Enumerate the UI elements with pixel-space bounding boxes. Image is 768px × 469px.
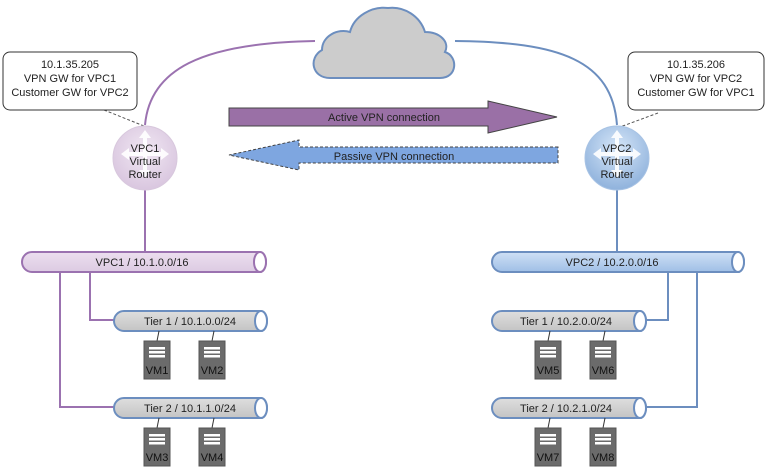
vpc2-network-tube: VPC2 / 10.2.0.0/16 bbox=[491, 251, 745, 273]
vm-link bbox=[211, 417, 215, 429]
callout-vpc1-gateway: 10.1.35.205 VPN GW for VPC1 Customer GW … bbox=[2, 51, 138, 111]
wan-link-vpc2 bbox=[454, 40, 618, 126]
active-vpn-arrow: Active VPN connection bbox=[228, 100, 558, 134]
callout-line: 10.1.35.206 bbox=[667, 59, 725, 71]
vm-label: VM4 bbox=[201, 452, 224, 464]
wan-link-vpc1 bbox=[144, 40, 316, 126]
server-slot bbox=[204, 438, 220, 441]
server-slot bbox=[204, 442, 220, 445]
server-slot bbox=[204, 355, 220, 358]
vm-vm5: VM5 bbox=[534, 330, 562, 380]
vpc2-virtual-router: VPC2 Virtual Router bbox=[584, 125, 650, 191]
vm-label: VM2 bbox=[201, 365, 224, 377]
server-slot bbox=[595, 347, 611, 350]
server-slot bbox=[595, 434, 611, 437]
vm-label: VM3 bbox=[146, 452, 169, 464]
vpc1-tier2-tube: Tier 2 / 10.1.1.0/24 bbox=[113, 397, 268, 419]
vm-link bbox=[211, 330, 215, 342]
router-label: VPC1 bbox=[131, 143, 160, 155]
vm-label: VM5 bbox=[537, 365, 560, 377]
server-slot bbox=[595, 442, 611, 445]
vm-label: VM8 bbox=[592, 452, 615, 464]
callout-connector-right bbox=[619, 112, 659, 128]
server-slot bbox=[149, 434, 165, 437]
callout-vpc2-gateway: 10.1.35.206 VPN GW for VPC2 Customer GW … bbox=[627, 51, 765, 111]
vm-link bbox=[156, 417, 160, 429]
server-slot bbox=[595, 351, 611, 354]
server-icon bbox=[143, 340, 171, 380]
tier-label: Tier 2 / 10.2.1.0/24 bbox=[520, 403, 612, 415]
vpc2-tier1-tube: Tier 1 / 10.2.0.0/24 bbox=[491, 310, 647, 332]
vm-vm1: VM1 bbox=[143, 330, 171, 380]
server-slot bbox=[149, 351, 165, 354]
tier-label: Tier 1 / 10.1.0.0/24 bbox=[144, 316, 236, 328]
callout-line: Customer GW for VPC2 bbox=[11, 87, 128, 99]
router-label: Virtual bbox=[130, 156, 161, 168]
vm-link bbox=[602, 417, 606, 429]
server-slot bbox=[540, 438, 556, 441]
server-slot bbox=[204, 347, 220, 350]
server-slot bbox=[149, 355, 165, 358]
vpc1-tier1-link bbox=[89, 270, 114, 321]
router-label: Router bbox=[600, 169, 633, 181]
vm-link bbox=[547, 417, 551, 429]
server-slot bbox=[540, 434, 556, 437]
server-slot bbox=[149, 438, 165, 441]
router-arrows-icon bbox=[593, 130, 641, 178]
server-slot bbox=[540, 355, 556, 358]
vm-link bbox=[156, 330, 160, 342]
vpc2-cidr-label: VPC2 / 10.2.0.0/16 bbox=[566, 257, 659, 269]
passive-vpn-label: Passive VPN connection bbox=[334, 151, 454, 163]
vm-label: VM7 bbox=[537, 452, 560, 464]
server-slot bbox=[595, 355, 611, 358]
server-slot bbox=[540, 351, 556, 354]
active-vpn-label: Active VPN connection bbox=[328, 112, 440, 124]
vpc2-tier2-link bbox=[646, 270, 698, 408]
vpc2-tier1-link bbox=[646, 270, 669, 321]
vpc1-tier2-link bbox=[59, 270, 114, 408]
server-slot bbox=[540, 442, 556, 445]
internet-cloud-icon bbox=[312, 6, 456, 79]
vpc1-virtual-router: VPC1 Virtual Router bbox=[112, 125, 178, 191]
server-slot bbox=[595, 438, 611, 441]
vm-label: VM1 bbox=[146, 365, 169, 377]
callout-connector-left bbox=[103, 109, 145, 127]
callout-line: Customer GW for VPC1 bbox=[637, 87, 754, 99]
callout-line: VPN GW for VPC2 bbox=[650, 73, 742, 85]
vpc1-tier1-tube: Tier 1 / 10.1.0.0/24 bbox=[113, 310, 268, 332]
server-slot bbox=[204, 351, 220, 354]
vm-link bbox=[602, 330, 606, 342]
server-slot bbox=[149, 442, 165, 445]
vpc2-tier2-tube: Tier 2 / 10.2.1.0/24 bbox=[491, 397, 647, 419]
vm-label: VM6 bbox=[592, 365, 615, 377]
vm-link bbox=[547, 330, 551, 342]
vm-vm7: VM7 bbox=[534, 417, 562, 467]
router-label: Virtual bbox=[602, 156, 633, 168]
vm-vm6: VM6 bbox=[589, 330, 617, 380]
router-label: VPC2 bbox=[603, 143, 632, 155]
vm-vm8: VM8 bbox=[589, 417, 617, 467]
tier-label: Tier 1 / 10.2.0.0/24 bbox=[520, 316, 612, 328]
vm-vm3: VM3 bbox=[143, 417, 171, 467]
server-slot bbox=[540, 347, 556, 350]
callout-line: VPN GW for VPC1 bbox=[24, 73, 116, 85]
server-icon bbox=[198, 340, 226, 380]
vm-vm4: VM4 bbox=[198, 417, 226, 467]
vpc1-network-tube: VPC1 / 10.1.0.0/16 bbox=[21, 251, 267, 273]
callout-line: 10.1.35.205 bbox=[41, 59, 99, 71]
passive-vpn-arrow: Passive VPN connection bbox=[228, 139, 559, 171]
router-arrows-icon bbox=[121, 130, 169, 178]
vpc1-cidr-label: VPC1 / 10.1.0.0/16 bbox=[96, 257, 189, 269]
tier-label: Tier 2 / 10.1.1.0/24 bbox=[144, 403, 236, 415]
router-label: Router bbox=[128, 169, 161, 181]
server-slot bbox=[149, 347, 165, 350]
server-slot bbox=[204, 434, 220, 437]
vm-vm2: VM2 bbox=[198, 330, 226, 380]
